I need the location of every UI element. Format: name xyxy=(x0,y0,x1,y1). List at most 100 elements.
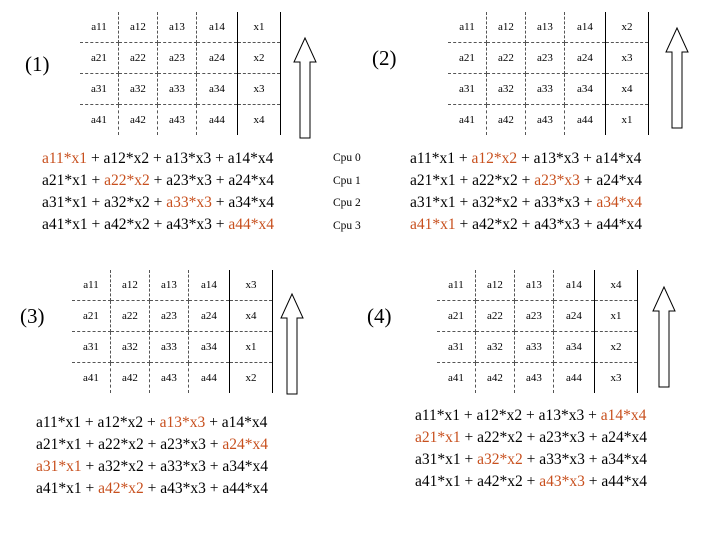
matrix-cell: a41 xyxy=(72,362,111,393)
cpu-label: Cpu 1 xyxy=(333,174,361,187)
equation-text: a31*x1 + a32*x2 + a33*x3 + xyxy=(410,194,597,211)
equation-text: + a14*x4 xyxy=(205,414,268,431)
equation-text: + a22*x2 + a23*x3 + a24*x4 xyxy=(460,429,648,446)
vector-cell: x1 xyxy=(594,300,638,332)
vector-cell: x1 xyxy=(229,331,273,363)
vector-cell: x2 xyxy=(229,362,273,393)
matrix-cell: a32 xyxy=(486,73,526,105)
matrix-cell: a12 xyxy=(475,270,515,301)
up-arrow-icon xyxy=(665,26,689,129)
equation-text: + a33*x3 + a34*x4 xyxy=(522,451,648,468)
equation-line: a11*x1 + a12*x2 + a13*x3 + a14*x4 xyxy=(415,405,647,427)
vector-cell: x3 xyxy=(229,270,273,301)
matrix-cell: a11 xyxy=(448,12,487,43)
equation-text: + a12*x2 + a13*x3 + a14*x4 xyxy=(87,150,274,167)
highlighted-term: a41*x1 xyxy=(410,216,456,233)
matrix-cell: a11 xyxy=(72,270,111,301)
cpu-label: Cpu 3 xyxy=(333,219,361,232)
matrix-cell: a21 xyxy=(80,42,119,74)
equation-text: a11*x1 + xyxy=(410,150,472,167)
matrix-cell: a32 xyxy=(475,331,515,363)
panel-label-3: (3) xyxy=(20,304,45,328)
vector-cell: x2 xyxy=(237,42,281,74)
vector-cell: x1 xyxy=(237,12,281,43)
highlighted-term: a21*x1 xyxy=(415,429,461,446)
matrix-cell: a24 xyxy=(564,42,606,74)
vector-cell: x1 xyxy=(605,104,649,135)
highlighted-term: a23*x3 xyxy=(534,172,580,189)
equation-text: + a32*x2 + a33*x3 + a34*x4 xyxy=(81,458,269,475)
matrix-cell: a34 xyxy=(188,331,230,363)
panel-label-1: (1) xyxy=(25,52,50,76)
equation-line: a21*x1 + a22*x2 + a23*x3 + a24*x4 xyxy=(415,427,647,449)
highlighted-term: a11*x1 xyxy=(42,150,88,167)
matrix-cell: a24 xyxy=(553,300,595,332)
equation-text: + a23*x3 + a24*x4 xyxy=(149,172,275,189)
matrix-cell: a22 xyxy=(475,300,515,332)
matrix-cell: a24 xyxy=(188,300,230,332)
matrix-cell: a21 xyxy=(448,42,487,74)
equation-line: a41*x1 + a42*x2 + a43*x3 + a44*x4 xyxy=(410,214,642,236)
matrix-cell: a14 xyxy=(553,270,595,301)
matrix-cell: a14 xyxy=(188,270,230,301)
equation-line: a11*x1 + a12*x2 + a13*x3 + a14*x4 xyxy=(410,148,642,170)
highlighted-term: a22*x2 xyxy=(104,172,150,189)
matrix-cell: a14 xyxy=(196,12,238,43)
equation-line: a41*x1 + a42*x2 + a43*x3 + a44*x4 xyxy=(42,214,274,236)
matrix-cell: a22 xyxy=(110,300,150,332)
cpu-labels: Cpu 0 Cpu 1 Cpu 2 Cpu 3 xyxy=(333,147,361,237)
matrix-cell: a34 xyxy=(553,331,595,363)
matrix-cell: a41 xyxy=(448,104,487,135)
matrix-cell: a33 xyxy=(525,73,565,105)
matrix-cell: a31 xyxy=(80,73,119,105)
highlighted-term: a31*x1 xyxy=(36,458,82,475)
matrix-cell: a43 xyxy=(525,104,565,135)
matrix-cell: a42 xyxy=(118,104,158,135)
matrix-cell: a13 xyxy=(514,270,554,301)
equation-line: a21*x1 + a22*x2 + a23*x3 + a24*x4 xyxy=(36,434,268,456)
equation-line: a31*x1 + a32*x2 + a33*x3 + a34*x4 xyxy=(36,456,268,478)
equation-text: a41*x1 + a42*x2 + a43*x3 + xyxy=(42,216,229,233)
equation-text: + a42*x2 + a43*x3 + a44*x4 xyxy=(455,216,643,233)
vector-cell: x4 xyxy=(594,270,638,301)
matrix-cell: a22 xyxy=(486,42,526,74)
panel-label-4: (4) xyxy=(367,304,392,328)
matrix-cell: a44 xyxy=(564,104,606,135)
matrix-cell: a34 xyxy=(564,73,606,105)
matrix-cell: a42 xyxy=(475,362,515,393)
vector-cell: x3 xyxy=(237,73,281,105)
highlighted-term: a43*x3 xyxy=(539,473,585,490)
equation-text: a21*x1 + a22*x2 + xyxy=(410,172,535,189)
highlighted-term: a33*x3 xyxy=(166,194,212,211)
matrix-cell: a42 xyxy=(486,104,526,135)
matrix-cell: a33 xyxy=(157,73,197,105)
vector-cell: x2 xyxy=(594,331,638,363)
matrix-cell: a43 xyxy=(149,362,189,393)
equation-line: a41*x1 + a42*x2 + a43*x3 + a44*x4 xyxy=(415,471,647,493)
matrix-cell: a34 xyxy=(196,73,238,105)
matrix-cell: a23 xyxy=(149,300,189,332)
matrix-cell: a42 xyxy=(110,362,150,393)
equation-line: a21*x1 + a22*x2 + a23*x3 + a24*x4 xyxy=(42,170,274,192)
up-arrow-icon xyxy=(652,285,676,388)
equation-text: a11*x1 + a12*x2 + xyxy=(36,414,160,431)
vector-cell: x4 xyxy=(605,73,649,105)
equation-line: a21*x1 + a22*x2 + a23*x3 + a24*x4 xyxy=(410,170,642,192)
matrix-cell: a44 xyxy=(196,104,238,135)
matrix-cell: a13 xyxy=(525,12,565,43)
matrix-cell: a43 xyxy=(514,362,554,393)
equations-panel-1: a11*x1 + a12*x2 + a13*x3 + a14*x4 a21*x1 … xyxy=(42,148,274,236)
cpu-label: Cpu 2 xyxy=(333,197,361,209)
vector-cell: x2 xyxy=(605,12,649,43)
